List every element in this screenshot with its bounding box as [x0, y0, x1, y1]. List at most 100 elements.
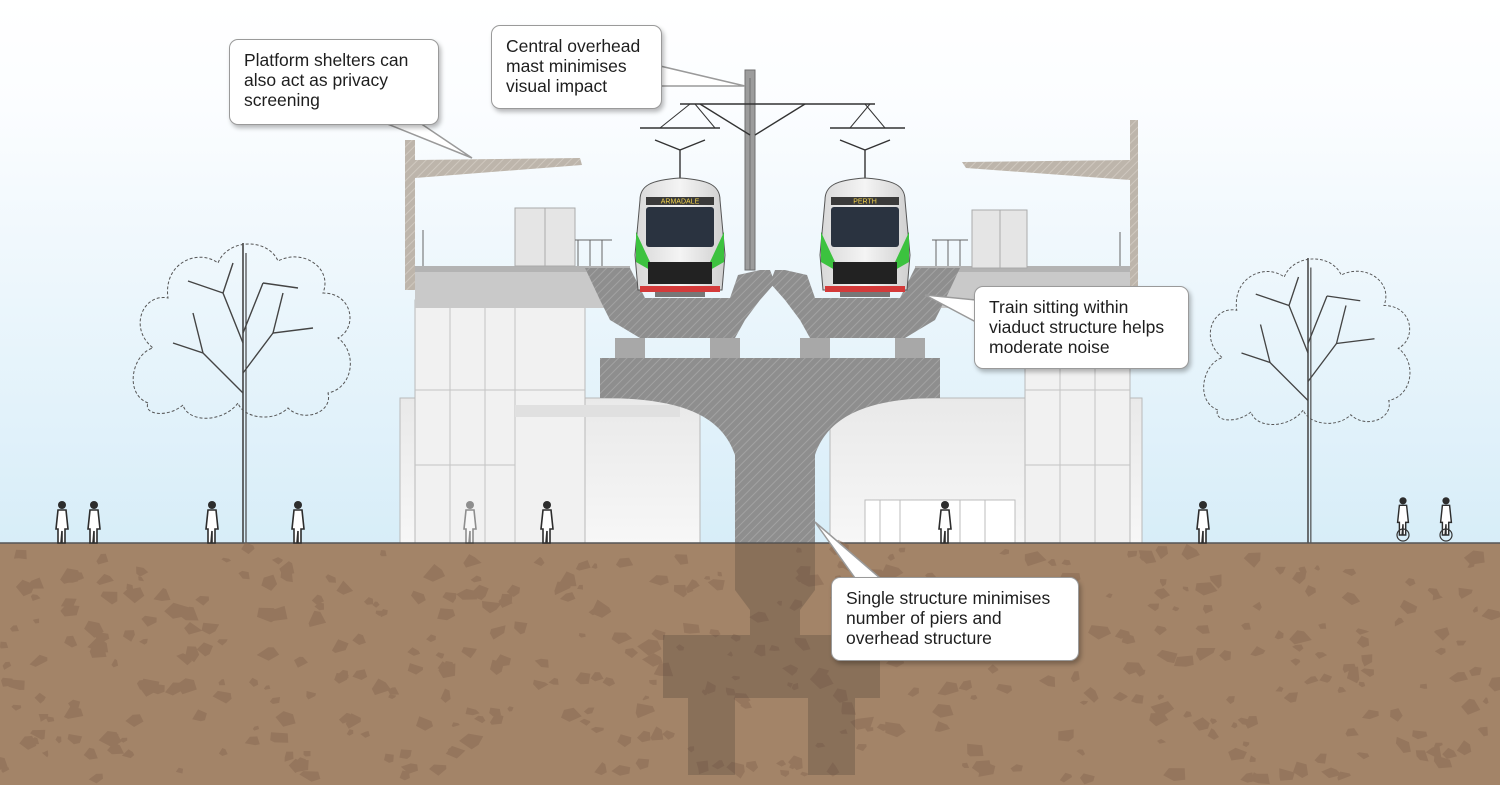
- ground-stone: [89, 643, 107, 658]
- ground-stone: [1154, 625, 1167, 636]
- ground-stone: [615, 557, 634, 568]
- callout-viaduct-noise: Train sitting within viaduct structure h…: [974, 286, 1189, 369]
- viaduct-structure: [585, 268, 960, 543]
- ground-stone: [1079, 700, 1089, 705]
- ground-stone: [299, 771, 321, 782]
- ground-stone: [1252, 601, 1262, 611]
- ground-stone: [451, 722, 460, 727]
- ground-stone: [789, 599, 803, 611]
- ground-stone: [1183, 711, 1192, 718]
- ground-stone: [196, 642, 213, 657]
- ground-stone: [10, 625, 19, 632]
- ground-stone: [437, 608, 456, 621]
- ground-stone: [1070, 671, 1080, 683]
- ground-stone: [1472, 606, 1478, 613]
- ground-stone: [494, 654, 511, 667]
- ground-stone: [885, 721, 906, 738]
- ground-stone: [314, 602, 324, 611]
- ground-stone: [733, 693, 751, 706]
- ground-stone: [435, 652, 445, 659]
- ground-stone: [687, 746, 695, 753]
- ground-stone: [1181, 543, 1200, 560]
- ground-stone: [1149, 712, 1169, 727]
- ground-stone: [372, 601, 380, 608]
- ground-stone: [218, 679, 226, 686]
- ground-stone: [1076, 749, 1086, 756]
- ground-stone: [971, 760, 992, 776]
- ground-stone: [1139, 552, 1149, 561]
- ground-stone: [559, 592, 576, 602]
- ground-stone: [423, 564, 446, 582]
- ground-stone: [34, 692, 46, 704]
- ground-stone: [731, 675, 740, 681]
- ground-stone: [850, 716, 874, 730]
- ground-stone: [1337, 686, 1347, 694]
- ground-stone: [856, 744, 867, 752]
- ground-stone: [1314, 652, 1328, 659]
- ground-stone: [1292, 644, 1304, 652]
- ground-stone: [635, 703, 655, 719]
- ground-stone: [13, 549, 27, 560]
- ground-stone: [1405, 578, 1416, 587]
- ground-stone: [249, 677, 259, 687]
- train-icon: PERTH: [819, 139, 911, 297]
- ground-stone: [794, 637, 811, 651]
- ground-stone: [1156, 649, 1178, 664]
- ground-stone: [1240, 772, 1254, 783]
- ground-stone: [637, 730, 651, 743]
- ground-stone: [1298, 566, 1307, 574]
- ground-stone: [2, 661, 12, 670]
- ground-stone: [1157, 739, 1166, 744]
- ground-stone: [1415, 750, 1429, 762]
- ground-stone: [149, 683, 165, 695]
- ground-stone: [958, 680, 973, 691]
- ground-stone: [141, 615, 157, 627]
- ground-stone: [1131, 694, 1144, 704]
- ground-stone: [1159, 579, 1167, 587]
- ground-stone: [1241, 622, 1251, 630]
- ground-stone: [179, 606, 199, 621]
- ground-stone: [1456, 740, 1472, 756]
- ground-stone: [346, 729, 354, 736]
- ground-stone: [559, 571, 577, 587]
- ground-stone: [575, 672, 591, 685]
- ground-stone: [898, 547, 906, 553]
- ground-stone: [19, 735, 37, 750]
- ground-stone: [1346, 666, 1360, 684]
- callout-single-structure: Single structure minimises number of pie…: [831, 577, 1079, 661]
- ground-stone: [753, 644, 766, 657]
- ground-stone: [489, 625, 506, 640]
- ground-stone: [1088, 625, 1112, 640]
- ground-stone: [611, 765, 631, 776]
- ground-stone: [1150, 701, 1175, 719]
- ground-stone: [709, 629, 721, 638]
- ground-stone: [238, 570, 250, 580]
- ground-stone: [1245, 716, 1259, 729]
- ground-stone: [125, 714, 144, 727]
- ground-stone: [107, 742, 125, 755]
- ground-stone: [1337, 771, 1351, 781]
- ground-stone: [548, 677, 559, 685]
- ground-stone: [1482, 697, 1489, 705]
- ground-stone: [662, 730, 675, 740]
- ground-stone: [29, 654, 48, 667]
- ground-stone: [470, 575, 482, 583]
- ground-stone: [1362, 709, 1379, 720]
- ground-stone: [1192, 717, 1210, 731]
- ground-stone: [96, 553, 109, 565]
- ground-stone: [100, 591, 118, 605]
- ground-stone: [1047, 559, 1057, 566]
- ground-stone: [704, 681, 716, 694]
- ground-stone: [336, 669, 349, 679]
- ground-stone: [1275, 686, 1284, 692]
- ground-stone: [832, 688, 848, 703]
- ground-stone: [711, 760, 725, 770]
- ground-stone: [325, 574, 336, 583]
- ground-stone: [730, 633, 741, 642]
- ground-stone: [364, 597, 374, 605]
- ground-stone: [1058, 729, 1074, 742]
- ground-stone: [1461, 698, 1481, 715]
- callout-central-mast: Central overhead mast minimises visual i…: [491, 25, 662, 109]
- ground-stone: [787, 682, 793, 688]
